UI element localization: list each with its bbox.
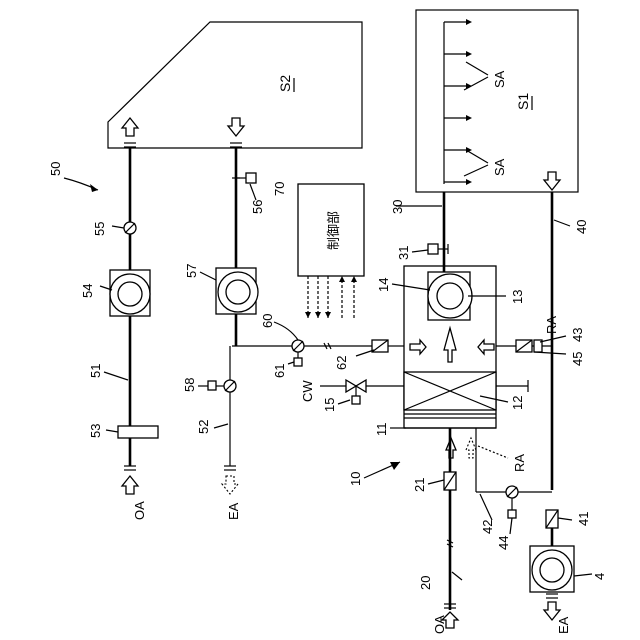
label-58: 58 <box>182 378 197 392</box>
label-40: 40 <box>574 220 589 234</box>
label-50: 50 <box>48 162 63 176</box>
label-70: 70 <box>272 182 287 196</box>
stream-sa-lower: SA <box>492 158 507 176</box>
label-12: 12 <box>510 396 525 410</box>
label-45: 45 <box>570 352 585 366</box>
sa-upper-leader-b <box>464 77 488 90</box>
sa-upper-leader-a <box>466 62 488 75</box>
fan-4 <box>530 546 574 592</box>
stream-ea-bottom: EA <box>556 616 571 634</box>
stream-cw: CW <box>300 380 315 402</box>
label-41: 41 <box>576 512 591 526</box>
sa-outlets <box>444 19 472 185</box>
sa-lower-leader-b <box>464 165 488 176</box>
label-43: 43 <box>570 328 585 342</box>
stream-oa-left: OA <box>132 501 147 520</box>
arrow-ra-in <box>466 438 476 458</box>
arrow-ra-down <box>544 172 560 190</box>
valve-15 <box>346 380 356 392</box>
zone-s2-label: S2 <box>277 75 293 92</box>
stream-sa-upper: SA <box>492 70 507 88</box>
label-56: 56 <box>250 200 265 214</box>
label-52: 52 <box>196 420 211 434</box>
label-4: 4 <box>592 573 607 580</box>
label-15: 15 <box>322 398 337 412</box>
label-60: 60 <box>260 314 275 328</box>
stream-ra-right: RA <box>544 316 559 334</box>
arrow-supply-s2 <box>122 118 138 136</box>
arrow-oa-left <box>122 476 138 494</box>
label-51: 51 <box>88 364 103 378</box>
label-42: 42 <box>480 520 495 534</box>
label-54: 54 <box>80 284 95 298</box>
sensor-31 <box>428 244 438 254</box>
fan-57 <box>216 268 258 314</box>
fan-14 <box>428 272 472 320</box>
stream-ra-lower: RA <box>512 454 527 472</box>
stream-oa-bottom: OA <box>432 615 447 634</box>
label-31: 31 <box>396 246 411 260</box>
unit-53 <box>118 426 158 438</box>
label-30: 30 <box>390 200 405 214</box>
sensor-44 <box>508 510 516 518</box>
sensor-56 <box>246 173 256 183</box>
label-14: 14 <box>376 278 391 292</box>
label-55: 55 <box>92 222 107 236</box>
label-62: 62 <box>334 356 349 370</box>
label-13: 13 <box>510 290 525 304</box>
fan-54 <box>110 270 150 316</box>
label-20: 20 <box>418 576 433 590</box>
sensor-61 <box>294 358 302 366</box>
control-signal-lines <box>305 276 357 318</box>
arrow-exhaust-s2 <box>228 118 244 136</box>
label-11: 11 <box>374 423 389 437</box>
zone-s1-label: S1 <box>515 93 531 110</box>
arrow-ea-left <box>222 476 238 494</box>
label-57: 57 <box>184 264 199 278</box>
stream-ea-left: EA <box>226 502 241 520</box>
label-53: 53 <box>88 424 103 438</box>
label-61: 61 <box>272 364 287 378</box>
sa-lower-leader-a <box>466 150 488 163</box>
controller-label: 制御部 <box>327 211 342 250</box>
sensor-58 <box>208 381 216 390</box>
label-44: 44 <box>496 536 511 550</box>
label-21: 21 <box>412 478 427 492</box>
label-10: 10 <box>348 472 363 486</box>
